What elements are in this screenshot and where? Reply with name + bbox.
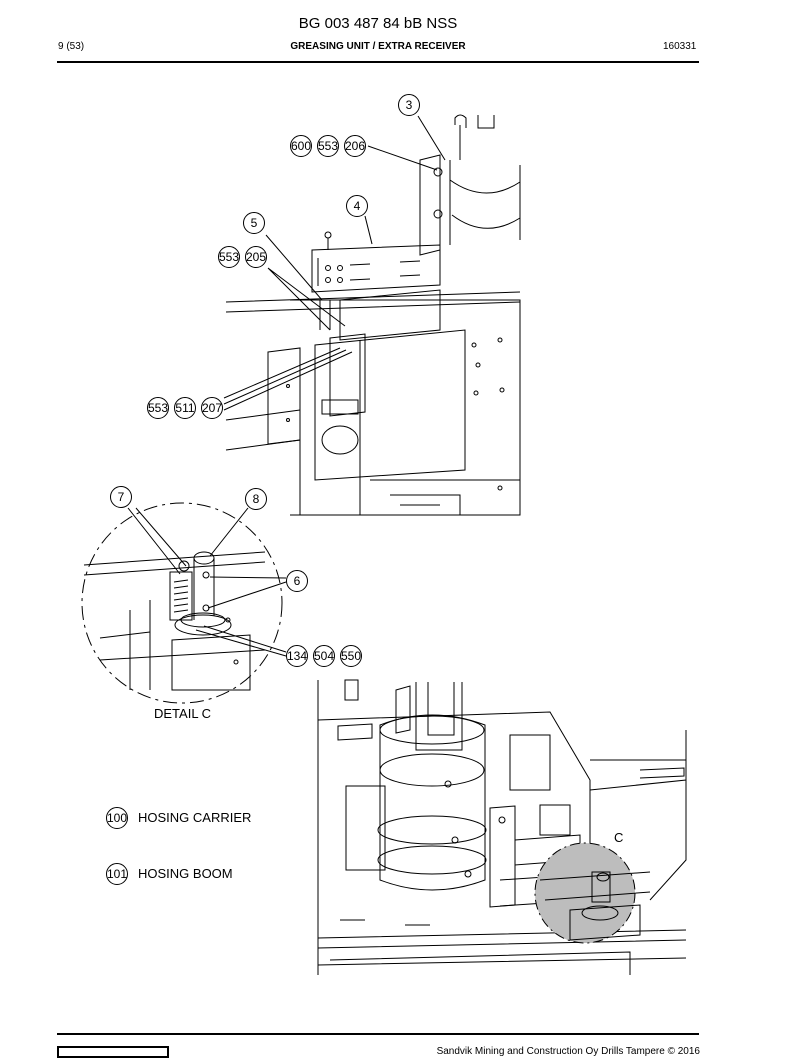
callout-553: 553 bbox=[317, 135, 339, 157]
callout-134: 134 bbox=[286, 645, 308, 667]
callout-504: 504 bbox=[313, 645, 335, 667]
detail-c-highlight-lines bbox=[539, 871, 651, 941]
footer-rule bbox=[57, 1033, 699, 1035]
legend-number: 100 bbox=[106, 807, 128, 829]
detail-letter: C bbox=[614, 830, 624, 845]
document-title: BG 003 487 84 bB NSS bbox=[298, 15, 458, 32]
detail-label: DETAIL C bbox=[154, 706, 212, 721]
callout-207: 207 bbox=[201, 397, 223, 419]
callout-7: 7 bbox=[110, 486, 132, 508]
callout-206: 206 bbox=[344, 135, 366, 157]
document-code: 160331 bbox=[663, 41, 697, 52]
callout-550: 550 bbox=[340, 645, 362, 667]
callout-205: 205 bbox=[245, 246, 267, 268]
page-number: 9 (53) bbox=[58, 41, 85, 52]
callout-600: 600 bbox=[290, 135, 312, 157]
top-drawing bbox=[223, 114, 521, 516]
callout-511: 511 bbox=[174, 397, 196, 419]
callout-6: 6 bbox=[286, 570, 308, 592]
callout-4: 4 bbox=[346, 195, 368, 217]
legend-number: 101 bbox=[106, 863, 128, 885]
overview-drawing bbox=[317, 679, 687, 975]
legend-text: HOSING CARRIER bbox=[138, 810, 252, 825]
callout-3: 3 bbox=[398, 94, 420, 116]
footer-copyright: Sandvik Mining and Construction Oy Drill… bbox=[436, 1046, 700, 1057]
callout-8: 8 bbox=[245, 488, 267, 510]
legend-text: HOSING BOOM bbox=[138, 866, 233, 881]
section-title: GREASING UNIT / EXTRA RECEIVER bbox=[290, 41, 466, 52]
detail-c-drawing bbox=[81, 502, 287, 704]
callout-5: 5 bbox=[243, 212, 265, 234]
header-rule bbox=[57, 61, 699, 63]
sandvik-logo bbox=[57, 1046, 169, 1058]
detail-c-highlight bbox=[534, 842, 636, 944]
callout-553: 553 bbox=[147, 397, 169, 419]
callout-553: 553 bbox=[218, 246, 240, 268]
